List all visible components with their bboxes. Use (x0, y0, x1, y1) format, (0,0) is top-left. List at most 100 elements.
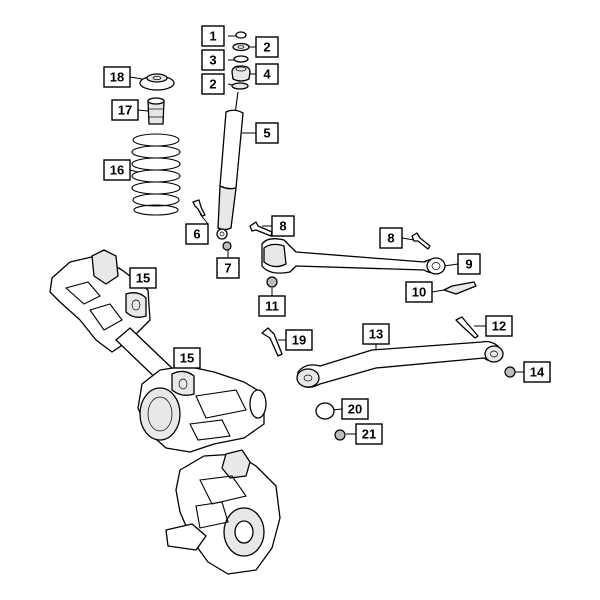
callout-number: 17 (118, 103, 132, 118)
callout-number: 20 (348, 402, 362, 417)
axle-right-detail-1 (199, 475, 247, 505)
part-13-bushing-left (296, 368, 320, 388)
coil-spring-stack (131, 73, 181, 216)
callout-8-left: 8 (271, 215, 295, 237)
axle-left-detail-2 (89, 303, 123, 331)
shock-absorber (192, 91, 244, 251)
callout-15-lower: 15 (173, 347, 201, 369)
callout-box (216, 257, 240, 279)
lower-control-arm (261, 316, 516, 441)
callout-number: 9 (465, 257, 472, 272)
axle-assembly (49, 249, 281, 575)
callout-number: 2 (209, 77, 216, 92)
leader-16 (129, 169, 139, 173)
axle-right-upper-ball (221, 449, 251, 479)
part-11-nut (266, 276, 278, 288)
part-15-bushing-lower-hole (178, 378, 188, 390)
part-17-bumper-top (147, 97, 165, 105)
callout-number: 13 (369, 327, 383, 342)
callout-number: 12 (492, 319, 506, 334)
callout-box (271, 215, 295, 237)
callout-5: 5 (255, 122, 279, 144)
callout-9: 9 (457, 253, 481, 275)
shock-lower-eye (216, 228, 228, 240)
callout-number: 15 (136, 271, 150, 286)
part-6-bolt (192, 199, 206, 217)
callout-box (485, 315, 513, 337)
callout-number: 5 (263, 126, 270, 141)
callout-number: 3 (209, 53, 216, 68)
callout-box (405, 281, 433, 303)
coil-3 (131, 157, 181, 171)
axle-right-hub-center (234, 520, 254, 544)
callout-number: 14 (530, 365, 545, 380)
callout-box (173, 347, 201, 369)
part-16-coil-spring (131, 133, 181, 216)
axle-left-bracket (91, 249, 119, 285)
part-15-bushing-upper (125, 292, 147, 318)
part-9-arm-eye-right-hole (431, 262, 441, 270)
part-12-bolt (455, 316, 479, 339)
callout-number: 19 (292, 333, 306, 348)
coil-1 (132, 133, 180, 147)
callout-2-lower: 2 (201, 73, 225, 95)
differential-detail-2 (189, 419, 231, 441)
callout-box (255, 36, 279, 58)
coil-4 (131, 169, 181, 183)
callout-box (362, 323, 390, 345)
part-4-bushing-top (235, 66, 247, 72)
callout-21: 21 (355, 423, 383, 445)
part-9-arm-body (261, 238, 439, 274)
callout-number: 8 (387, 231, 394, 246)
part-2-washer-lower (231, 82, 249, 90)
axle-right-steering-arm (165, 523, 207, 551)
callout-box (457, 253, 481, 275)
part-8-bolt-left (249, 221, 273, 237)
part-9-arm-bushing-left (263, 243, 287, 268)
shock-body (217, 185, 237, 231)
callout-20: 20 (341, 398, 369, 420)
axle-left-detail-1 (64, 281, 101, 305)
leader-8b (401, 237, 415, 241)
part-4-bushing (231, 65, 251, 82)
callout-number: 2 (263, 40, 270, 55)
callout-8-right: 8 (379, 227, 403, 249)
shock-dust-cover (219, 109, 244, 190)
part-2-washer-upper (232, 42, 250, 52)
part-8-bolt-right (411, 232, 431, 250)
callouts: 1 2 3 4 2 18 17 5 (103, 25, 551, 445)
part-13-bushing-right (484, 345, 504, 363)
leader-18 (129, 76, 143, 80)
callout-3: 3 (201, 49, 225, 71)
part-2-washer-upper-hole (237, 45, 245, 49)
callout-1: 1 (201, 25, 225, 47)
callout-14: 14 (523, 361, 551, 383)
callout-number: 8 (279, 219, 286, 234)
callout-box (129, 267, 157, 289)
part-7-nut (222, 241, 232, 251)
shock-lower-eye-hole (219, 231, 225, 237)
part-13-bushing-right-hole (490, 350, 498, 358)
callout-box (379, 227, 403, 249)
leader-9 (443, 263, 459, 267)
leader-17 (137, 109, 149, 112)
part-15-bushing-lower (171, 370, 195, 396)
callout-number: 1 (209, 29, 216, 44)
callout-box (185, 223, 209, 245)
callout-10: 10 (405, 281, 433, 303)
callout-number: 4 (263, 67, 271, 82)
callout-box (255, 122, 279, 144)
callout-2-upper: 2 (255, 36, 279, 58)
part-10-cam-bolt (443, 281, 477, 295)
callout-number: 10 (412, 285, 426, 300)
part-20-bumper (315, 402, 335, 420)
coil-2 (131, 145, 181, 159)
callout-box (355, 423, 383, 445)
callout-number: 7 (224, 261, 231, 276)
differential-cover-inner (147, 396, 173, 432)
callout-13: 13 (362, 323, 390, 345)
part-15-bushing-upper-hole (131, 299, 141, 311)
part-13-bushing-left-hole (303, 374, 313, 382)
differential-cover (139, 387, 181, 441)
